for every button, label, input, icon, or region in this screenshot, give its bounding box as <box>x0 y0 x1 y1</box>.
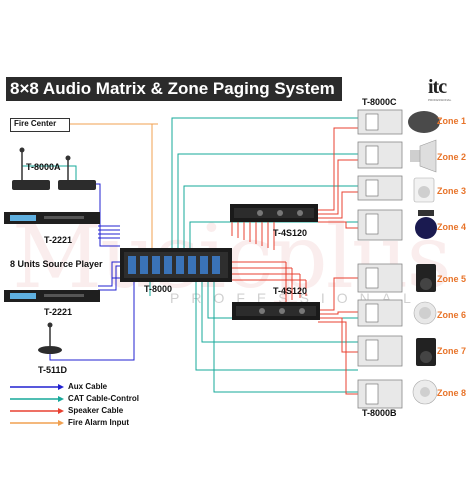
t8000a-paging-mics <box>12 147 96 190</box>
t4s120-bottom-label: T-4S120 <box>273 286 308 296</box>
fire-alarm-cables <box>68 123 158 250</box>
legend-aux-label: Aux Cable <box>68 382 108 391</box>
t2221-bottom-unit <box>4 290 100 302</box>
zone-1-label: Zone 1 <box>437 116 467 126</box>
zone-8-label: Zone 8 <box>437 388 467 398</box>
page-title: 8×8 Audio Matrix & Zone Paging System <box>10 79 335 98</box>
t4s120-top-amplifier <box>230 204 318 222</box>
zone-controller <box>357 109 403 135</box>
fire-center-box <box>10 118 70 132</box>
zone-3-label: Zone 3 <box>437 186 467 196</box>
t2221-bottom-label: T-2221 <box>44 307 73 317</box>
legend-cat-label: CAT Cable-Control <box>68 394 139 403</box>
zone-5-cabinet-speaker-icon <box>416 264 436 292</box>
t8000b-label: T-8000B <box>362 408 397 418</box>
zone-6-pendant-speaker-icon <box>413 301 437 325</box>
paging-console-right <box>58 180 96 190</box>
itc-logo: itc <box>428 76 447 98</box>
zone-6-label: Zone 6 <box>437 310 467 320</box>
t8000-matrix-unit <box>120 248 232 282</box>
legend-speaker-label: Speaker Cable <box>68 406 124 415</box>
zone-4-label: Zone 4 <box>437 222 467 232</box>
watermark-subtext: PROFESSIONAL <box>170 290 423 306</box>
t8000c-label: T-8000C <box>362 97 397 107</box>
legend-swatches <box>10 384 64 426</box>
speaker-cables <box>230 127 358 395</box>
zone-2-horn-speaker-icon <box>410 139 437 173</box>
zone-8-ceiling-speaker-icon <box>412 379 438 405</box>
fire-center-label: Fire Center <box>14 119 57 128</box>
t8000a-label: T-8000A <box>26 162 61 172</box>
legend-fire-label: Fire Alarm Input <box>68 418 130 427</box>
cat-cable <box>171 117 358 248</box>
zone-1-rock-speaker-icon <box>408 111 440 133</box>
t2221-top-label: T-2221 <box>44 235 73 245</box>
zone-4-ceiling-dome-speaker-icon <box>415 210 437 239</box>
cat-control-cables <box>22 117 358 393</box>
zone-3-wall-speaker-icon <box>413 177 435 203</box>
source-player-label: 8 Units Source Player <box>10 259 103 269</box>
zone-7-label: Zone 7 <box>437 346 467 356</box>
zone-7-cabinet-speaker-icon <box>416 338 436 366</box>
t2221-top-unit <box>4 212 100 224</box>
t4s120-bottom-amplifier <box>232 302 320 320</box>
zone-2-label: Zone 2 <box>437 152 467 162</box>
t8000-label: T-8000 <box>144 284 173 294</box>
t511d-desktop-mic <box>38 322 62 354</box>
t4s120-top-label: T-4S120 <box>273 228 308 238</box>
t511d-label: T-511D <box>38 365 68 375</box>
zone-controllers <box>357 109 403 409</box>
paging-console-left <box>12 180 50 190</box>
itc-logo-tagline: PROFESSIONAL <box>428 98 452 102</box>
title-banner <box>6 77 342 101</box>
zone-5-label: Zone 5 <box>437 274 467 284</box>
